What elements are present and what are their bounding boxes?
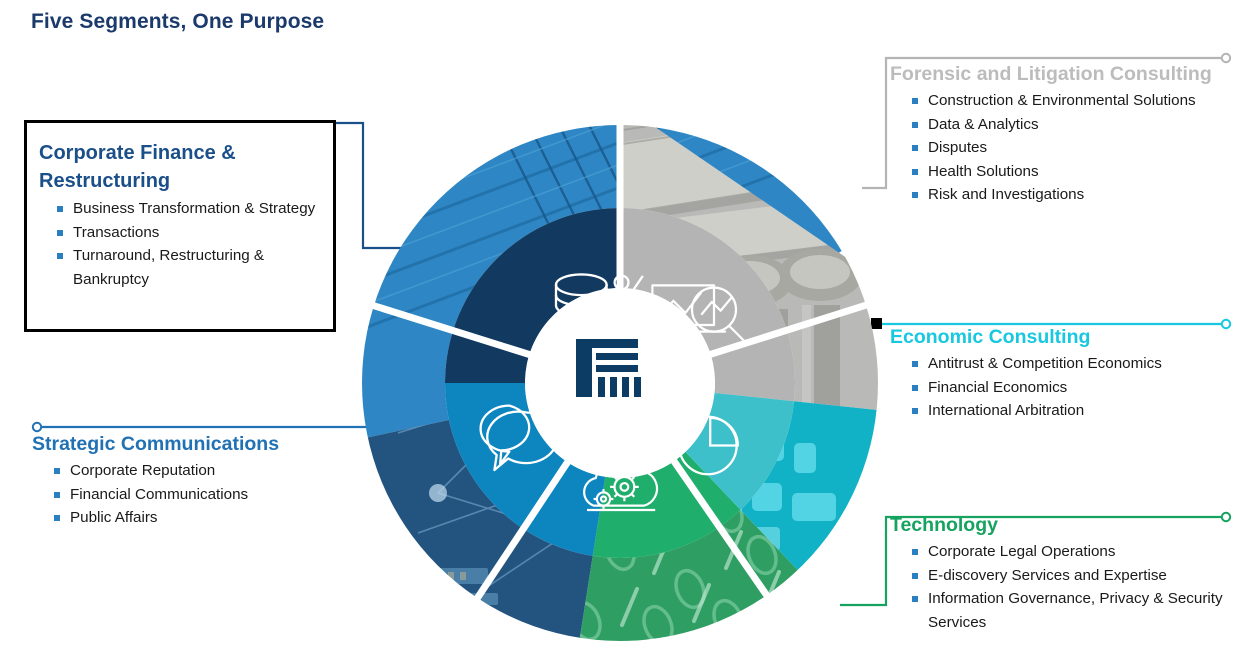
list-item: Data & Analytics (890, 113, 1230, 137)
list-item: Construction & Environmental Solutions (890, 89, 1230, 113)
connector-strategic-communications (31, 421, 392, 433)
list-item-label: Financial Communications (70, 485, 249, 503)
callout-forensic-litigation[interactable]: Forensic and Litigation Consulting Const… (890, 62, 1230, 207)
bullet-icon (54, 491, 60, 498)
service-list-forensic-litigation: Construction & Environmental Solutions D… (890, 89, 1230, 207)
bullet-icon (912, 168, 918, 175)
bullet-icon (912, 145, 918, 151)
bullet-icon (912, 98, 918, 104)
callout-heading-corporate-finance: Corporate Finance & Restructuring (39, 142, 236, 192)
chart-magnifier-icon (646, 284, 746, 343)
list-item-label: Turnaround, Restructuring & Bankruptcy (73, 247, 265, 288)
list-item-label: Risk and Investigations (928, 186, 1085, 203)
bullet-icon (912, 408, 918, 414)
bullet-icon (912, 121, 918, 128)
list-item: Corporate Reputation (32, 459, 362, 483)
callout-economic-consulting[interactable]: Economic Consulting Antitrust & Competit… (890, 325, 1230, 423)
list-item-label: Construction & Environmental Solutions (928, 92, 1196, 109)
callout-heading-forensic-litigation: Forensic and Litigation Consulting (890, 63, 1212, 85)
segments-donut-chart (358, 113, 883, 653)
list-item-label: Public Affairs (70, 509, 158, 526)
pie-chart-icon (678, 415, 739, 476)
list-item: Corporate Legal Operations (890, 540, 1233, 564)
list-item: Public Affairs (32, 506, 362, 530)
cloud-gears-icon (583, 460, 659, 512)
list-item: Turnaround, Restructuring & Bankruptcy (35, 244, 325, 291)
bullet-icon (57, 206, 63, 212)
service-list-economic-consulting: Antitrust & Competition Economics Financ… (890, 352, 1230, 423)
list-item-label: Data & Analytics (928, 115, 1039, 133)
list-item-label: Corporate Legal Operations (928, 543, 1116, 560)
bullet-icon (54, 468, 60, 474)
list-item-label: Business Transformation & Strategy (73, 200, 316, 217)
bullet-icon (912, 192, 918, 198)
list-item: Antitrust & Competition Economics (890, 352, 1230, 376)
list-item-label: International Arbitration (928, 402, 1085, 419)
list-item: Financial Communications (32, 483, 362, 507)
bullet-icon (57, 229, 63, 236)
list-item: E-discovery Services and Expertise (890, 564, 1233, 588)
center-disc (525, 288, 715, 478)
fti-consulting-logo (576, 339, 641, 397)
bullet-icon (912, 384, 918, 391)
list-item: Financial Economics (890, 376, 1230, 400)
list-item-label: Antitrust & Competition Economics (928, 355, 1162, 372)
list-item: Transactions (35, 221, 325, 245)
service-list-corporate-finance: Business Transformation & Strategy Trans… (35, 197, 325, 291)
bullet-icon (912, 572, 918, 579)
speech-bubbles-icon (479, 404, 559, 472)
list-item: Health Solutions (890, 160, 1230, 184)
connector-technology (840, 511, 1232, 607)
callout-heading-technology: Technology (890, 514, 998, 536)
page-title: Five Segments, One Purpose (31, 10, 325, 33)
callout-heading-economic-consulting: Economic Consulting (890, 326, 1091, 348)
list-item: Business Transformation & Strategy (35, 197, 325, 221)
list-item-label: Health Solutions (928, 162, 1039, 180)
bullet-icon (912, 361, 918, 367)
connector-economic-consulting (871, 318, 1232, 330)
bullet-icon (912, 596, 918, 602)
bullet-icon (912, 549, 918, 555)
service-list-strategic-communications: Corporate Reputation Financial Communica… (32, 459, 362, 530)
callout-strategic-communications[interactable]: Strategic Communications Corporate Reput… (32, 432, 362, 530)
list-item-label: Corporate Reputation (70, 462, 216, 479)
callout-corporate-finance[interactable]: Corporate Finance & Restructuring Busine… (24, 120, 336, 332)
list-item: Information Governance, Privacy & Securi… (890, 587, 1233, 634)
list-item-label: Disputes (928, 139, 988, 156)
bullet-icon (57, 253, 63, 259)
coins-percent-icon (554, 273, 650, 342)
list-item-label: E-discovery Services and Expertise (928, 566, 1167, 584)
list-item: Disputes (890, 136, 1230, 160)
bullet-icon (54, 515, 60, 521)
connector-forensic-litigation (862, 52, 1232, 190)
list-item: Risk and Investigations (890, 183, 1230, 207)
service-list-technology: Corporate Legal Operations E-discovery S… (890, 540, 1233, 634)
list-item-label: Transactions (73, 223, 160, 241)
list-item-label: Information Governance, Privacy & Securi… (928, 590, 1223, 631)
callout-heading-strategic-communications: Strategic Communications (32, 433, 280, 455)
list-item-label: Financial Economics (928, 378, 1068, 396)
callout-technology[interactable]: Technology Corporate Legal Operations E-… (890, 513, 1233, 634)
list-item: International Arbitration (890, 399, 1230, 423)
